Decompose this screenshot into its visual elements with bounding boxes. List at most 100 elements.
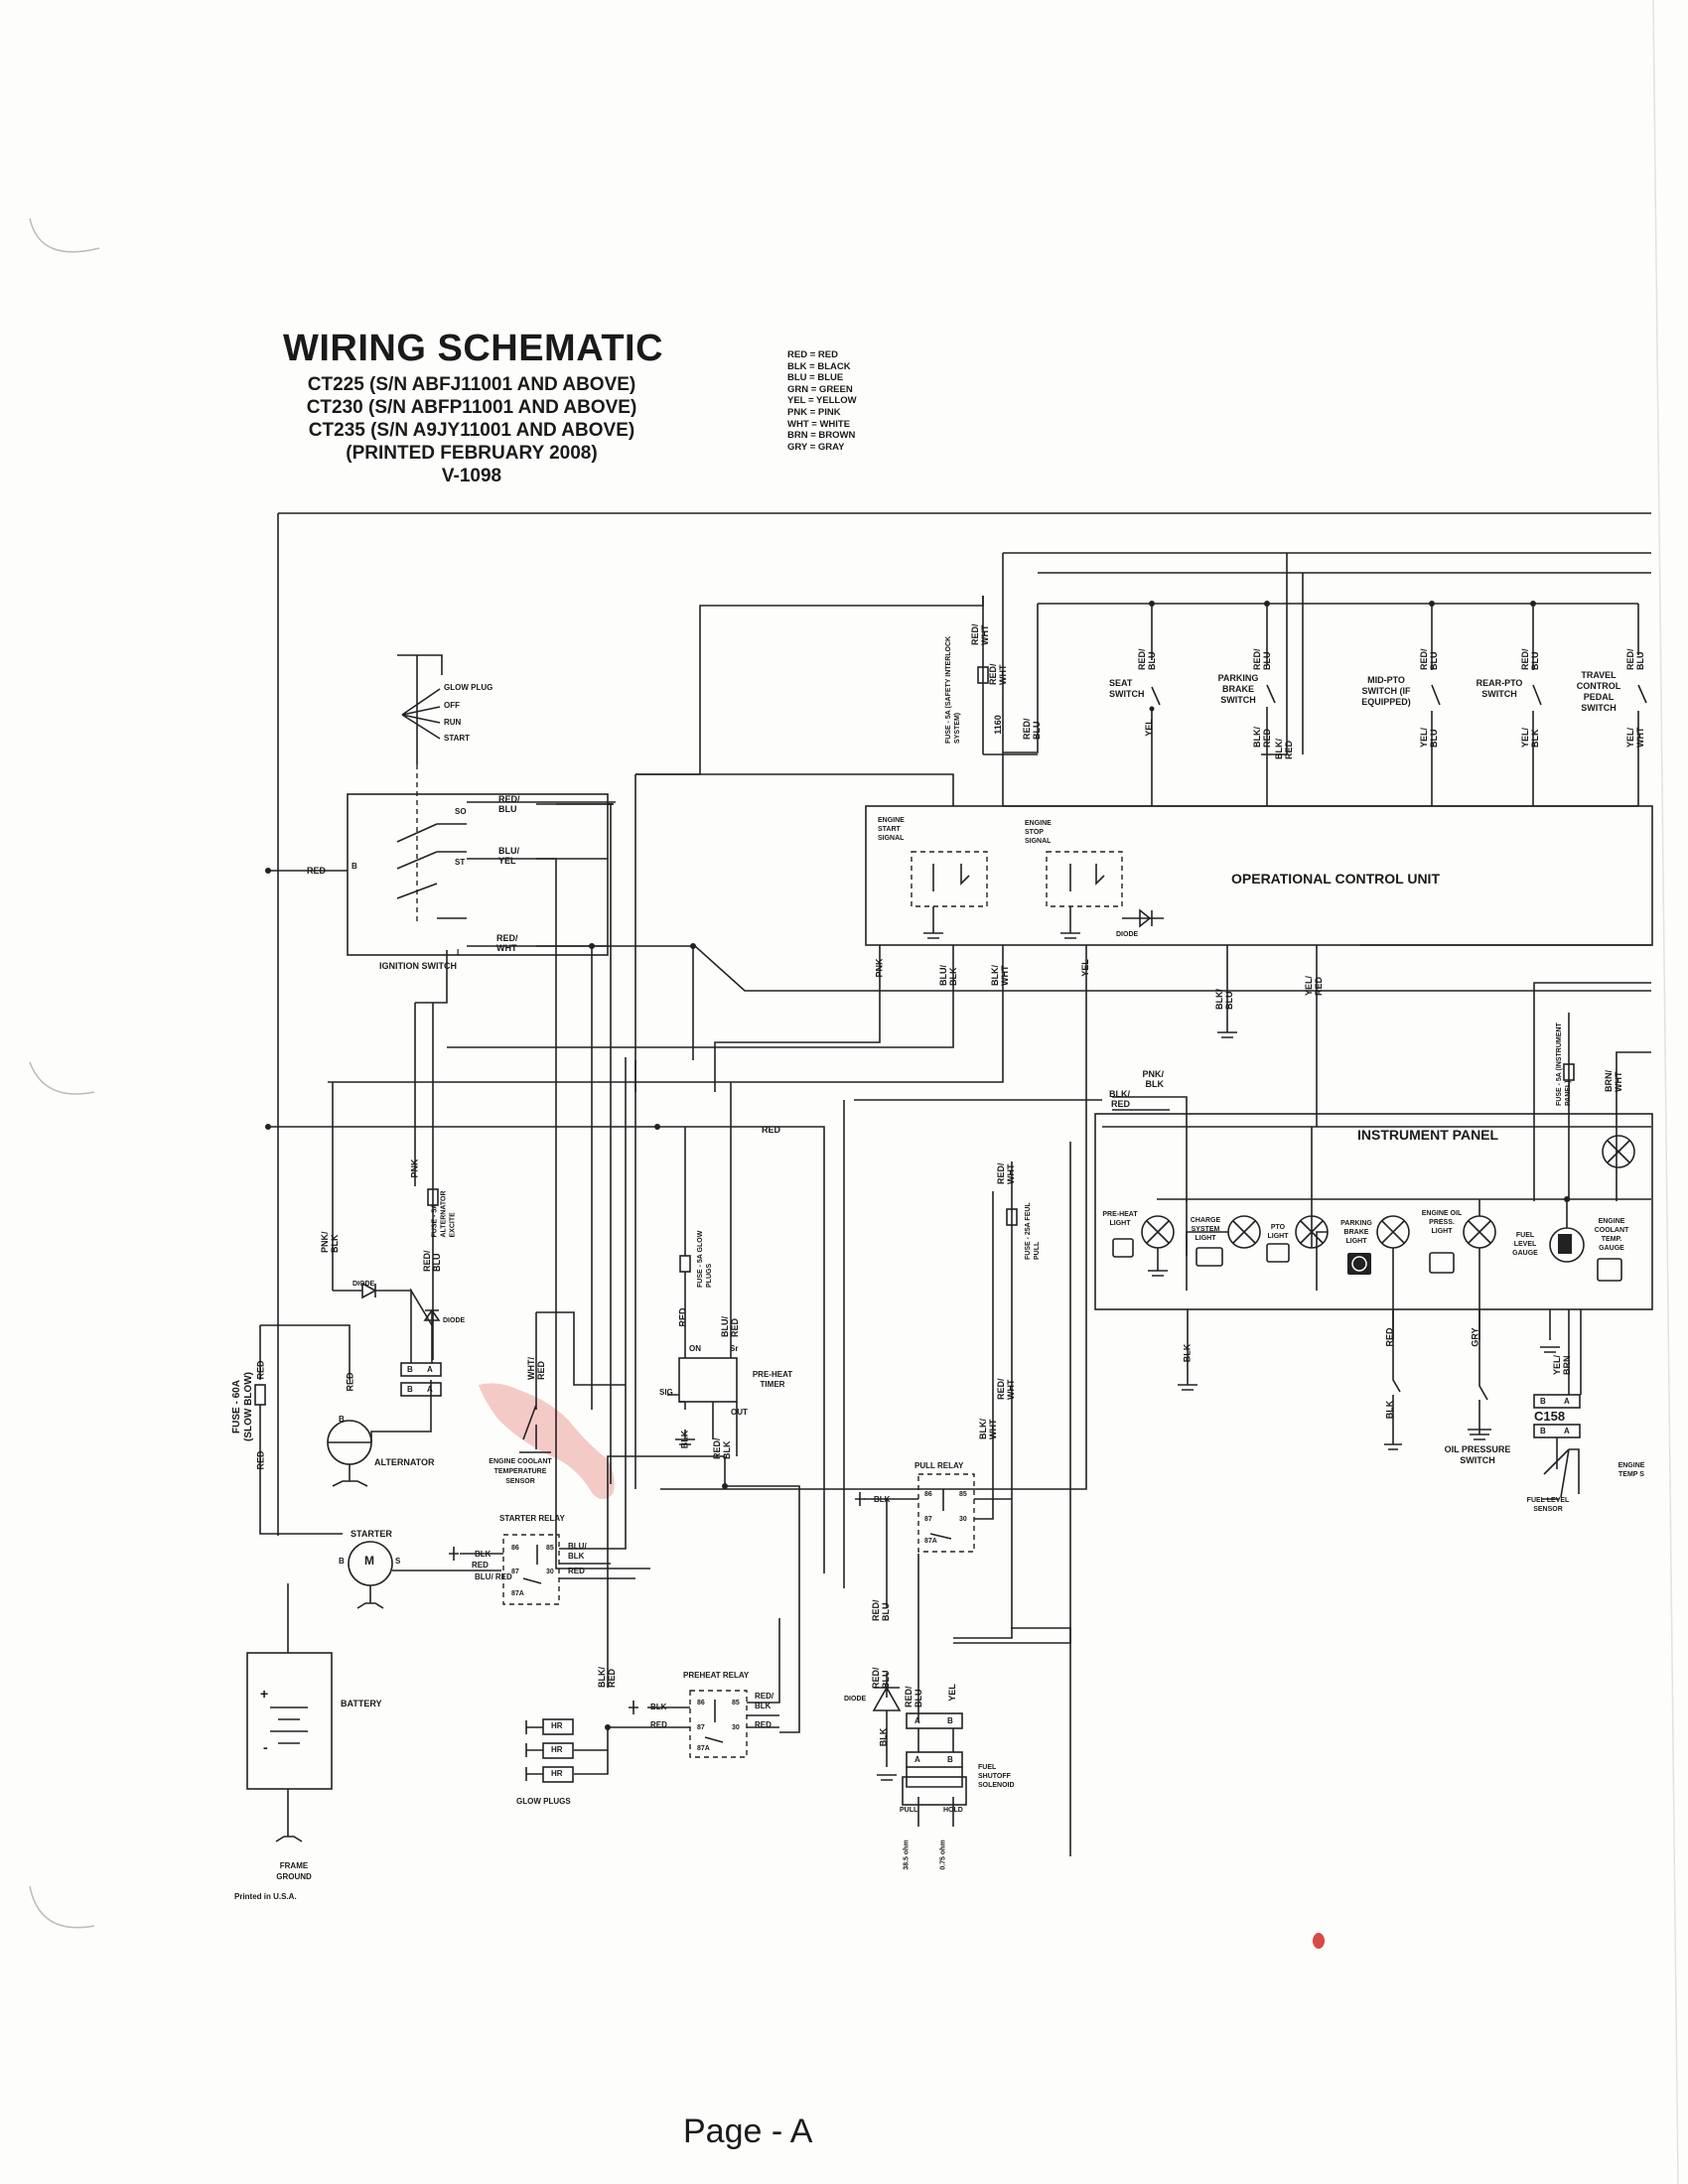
starter-label: STARTER: [351, 1529, 392, 1539]
engine-coolant-gauge: [1597, 1135, 1635, 1282]
fuel-relay-out: [917, 1554, 1071, 1722]
instrument-panel-label: INSTRUMENT PANEL: [1357, 1127, 1499, 1143]
parking-brake-light: [1347, 1215, 1410, 1340]
timer-out: OUT: [731, 1408, 748, 1417]
travel-switch-bottom: YEL/ WHT: [1625, 727, 1645, 749]
sol-conn-a2: A: [914, 1755, 920, 1764]
timer-sr: Sr: [730, 1344, 739, 1353]
alt-conn-a: A: [427, 1365, 433, 1374]
printed-in-usa: Printed in U.S.A.: [234, 1892, 297, 1901]
instrument-fuse-wire: [1533, 982, 1651, 1201]
relay-pin-87a: 87A: [511, 1590, 524, 1597]
hole-punch-mark: [29, 1061, 95, 1095]
junction-dot: [265, 1124, 271, 1130]
wire-yel: [660, 945, 1087, 1490]
hold-label: HOLD: [943, 1807, 963, 1814]
diode-2: [423, 1308, 441, 1321]
oil-light-label: ENGINE OIL PRESS. LIGHT: [1421, 1210, 1463, 1235]
ignition-key-positions: [401, 688, 441, 740]
starter-b: B: [339, 1557, 345, 1566]
preheat-relay-wires: [608, 1618, 780, 1743]
pull-relay-label: PULL RELAY: [914, 1461, 964, 1470]
relay-pin-86: 86: [924, 1491, 932, 1498]
ground-symbol: [923, 906, 1080, 939]
oil-pressure-switch-label: OIL PRESSURE SWITCH: [1444, 1444, 1511, 1465]
fuel-level-sensor: [1542, 1437, 1580, 1500]
model-line-2: CT230 (S/N ABFP11001 AND ABOVE): [306, 397, 637, 418]
alternator-connector-2: [400, 1382, 442, 1397]
pull-relay-wires: [864, 1191, 1012, 1540]
starter-m: M: [364, 1554, 374, 1568]
wire-blk-red-preheat: BLK/ RED: [597, 1667, 617, 1688]
wire-blk-timer: BLK: [679, 1430, 690, 1449]
fuel-sensor-label: FUEL LEVEL SENSOR: [1526, 1497, 1570, 1513]
pull-wire-blk: BLK: [874, 1495, 891, 1504]
main-fuse-label: FUSE - 60A (SLOW BLOW): [231, 1372, 254, 1441]
switch-bus-wire: [1003, 604, 1039, 753]
instrument-fuse-label: FUSE - 5A (INSTRUMENT PANEL): [1556, 1023, 1572, 1106]
charge-light-label: CHARGE SYSTEM LIGHT: [1190, 1217, 1221, 1242]
ip-wire-blk: BLK: [1182, 1343, 1193, 1363]
terminal-so: SO: [455, 807, 467, 816]
terminal-st: ST: [455, 858, 466, 867]
timer-out-wire: [607, 1455, 800, 1733]
preheat-timer: [678, 1357, 738, 1403]
starter-relay-label: STARTER RELAY: [499, 1514, 565, 1523]
seat-switch: [1149, 601, 1161, 806]
wire-red-blk-timer: RED/ BLK: [712, 1437, 732, 1459]
starter-s: S: [395, 1557, 401, 1566]
safety-wire-1160: 1160: [992, 715, 1003, 735]
glow-plug-bus: [574, 1727, 609, 1775]
relay-pin-85: 85: [732, 1700, 740, 1706]
ignition-run-wire: [536, 945, 1651, 992]
wire-pnk-alt: PNK: [409, 1159, 420, 1178]
junction-dot: [265, 868, 271, 874]
mid-pto-top: RED/ BLU: [1419, 648, 1439, 670]
wire-red-blu-alt: RED/ BLU: [422, 1250, 442, 1272]
c158-b2: B: [1540, 1427, 1546, 1435]
park-brake-wire: [1384, 1309, 1402, 1450]
preheat-relay-ground: [629, 1701, 638, 1714]
ocu-wire-blk-wht: BLK/ WHT: [990, 965, 1010, 986]
preheat-timer-wires: [667, 1300, 732, 1445]
wire-red-glow: RED: [677, 1307, 688, 1327]
start-signal-wire: [635, 773, 954, 806]
starter-relay-wires: [460, 1057, 635, 1584]
pull-relay-ground: [855, 1492, 865, 1506]
alternator-connector-1: [400, 1362, 442, 1377]
ocu-wire-blu-blk: BLU/ BLK: [938, 965, 958, 986]
diode-label-1: DIODE: [352, 1281, 375, 1288]
battery-minus: -: [263, 1739, 268, 1755]
hole-punch-mark: [29, 1885, 95, 1929]
ocu-wire-yel: YEL: [1079, 959, 1090, 977]
sr-wire-blk: BLK: [475, 1550, 492, 1559]
oil-pressure-switch: [1468, 1309, 1491, 1440]
terminal-i: I: [457, 948, 460, 957]
legend-entry: YEL = YELLOW: [787, 395, 857, 407]
rear-pto-top: RED/ BLU: [1520, 648, 1540, 670]
alt-conn-b2: B: [407, 1385, 413, 1394]
relay-pin-87: 87: [924, 1516, 932, 1523]
safety-wire-2: RED/ WHT: [988, 663, 1008, 685]
park-light-label: PARKING BRAKE LIGHT: [1340, 1220, 1372, 1245]
relay-pin-86: 86: [511, 1545, 519, 1552]
battery-label: BATTERY: [341, 1699, 382, 1708]
wire-red-wht-pull: RED/ WHT: [996, 1378, 1016, 1400]
st-to-starter-relay-wire: [536, 858, 650, 1570]
preheat-relay: [689, 1690, 748, 1758]
relay-pin-87a: 87A: [924, 1538, 937, 1545]
wire-red-blu-diode: RED/ BLU: [871, 1667, 891, 1689]
battery-bus-wire: [268, 1126, 825, 1573]
fuel-fuse-label: FUSE - 25A FEUL PULL: [1025, 1202, 1041, 1260]
pto-light: [1266, 1127, 1329, 1291]
wire-red-fuse-top: RED: [255, 1360, 266, 1380]
pull-label: PULL: [900, 1807, 918, 1814]
legend-entry: BRN = BROWN: [787, 430, 856, 442]
mid-pto-switch: [1429, 601, 1441, 806]
fuel-pull-feed: [953, 1161, 1013, 1639]
label-off: OFF: [444, 701, 460, 710]
fuel-level-gauge: [1549, 1196, 1585, 1263]
legend-entry: GRN = GREEN: [787, 383, 853, 395]
parking-brake-bottom: BLK/ RED: [1252, 727, 1272, 748]
alternator-ground: [328, 1441, 371, 1487]
